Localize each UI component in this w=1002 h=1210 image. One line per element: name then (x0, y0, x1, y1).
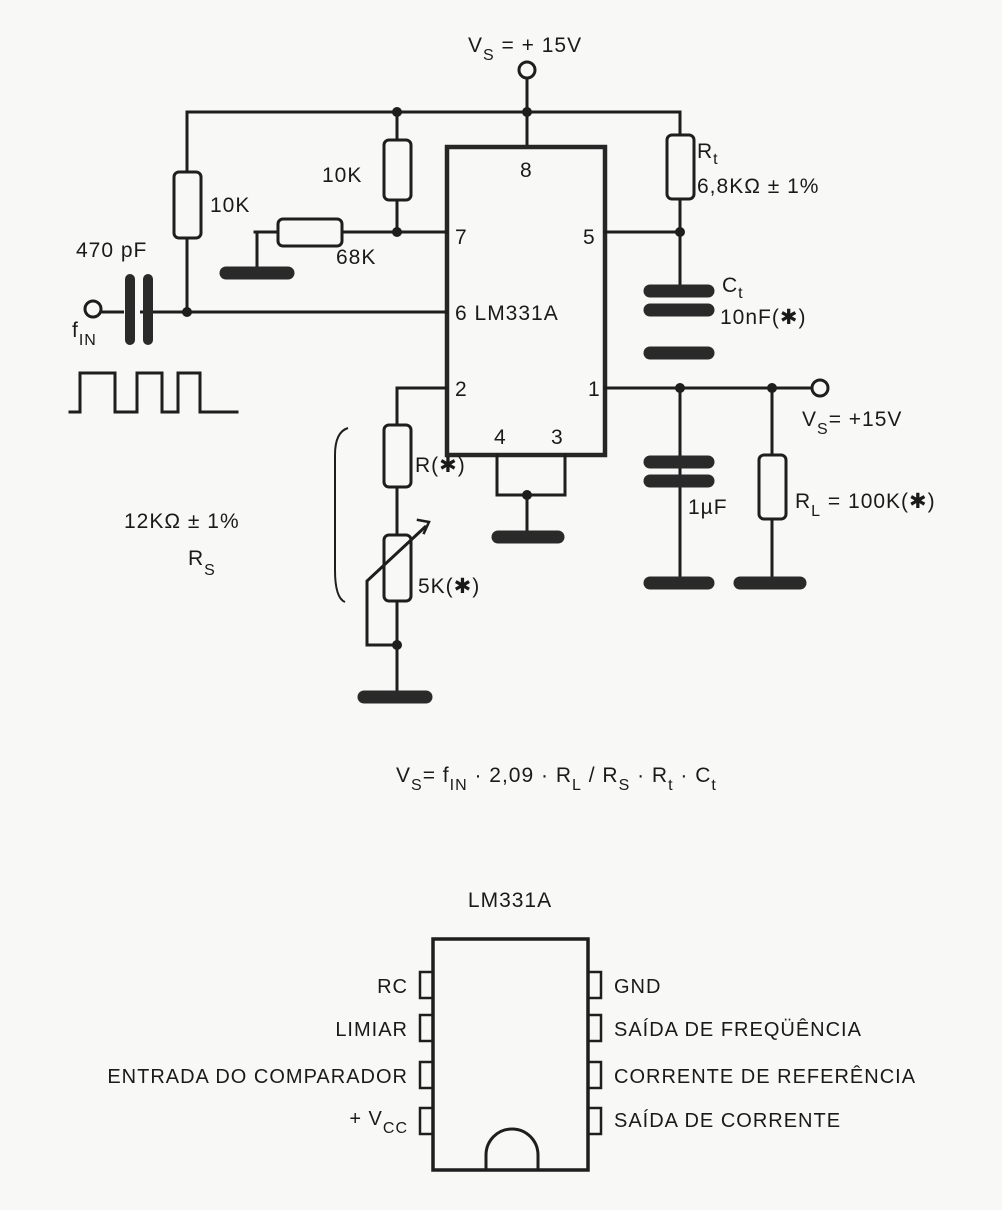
resistor-10k-left-label: 10K (210, 194, 250, 217)
potentiometer-5k (382, 533, 413, 603)
input-terminal (83, 299, 103, 319)
ic-name-pin-6-label: 6 LM331A (455, 302, 559, 325)
rs-value-label: 12KΩ ± 1% (124, 510, 240, 533)
rt-value-label: 6,8KΩ ± 1% (697, 175, 819, 198)
supply-terminal (517, 60, 537, 149)
rt-label: Rt (697, 140, 719, 168)
resistor-10k-middle (382, 110, 413, 234)
pin-7-label: 7 (455, 226, 468, 249)
rs-network (357, 386, 449, 704)
pin-2-label: 2 (455, 378, 468, 401)
pinout-package (418, 937, 603, 1172)
f-in-label: fIN (72, 319, 97, 349)
resistor-r-star (382, 423, 413, 489)
ct-label: Ct (722, 274, 744, 302)
pinout-title: LM331A (468, 889, 552, 912)
capacitor-1uf (643, 386, 715, 590)
rs-label: RS (188, 547, 216, 579)
rs-brace (334, 427, 349, 603)
pin-label-vcc: + VCC (349, 1108, 408, 1137)
potentiometer-5k-label: 5K(✱) (418, 575, 480, 598)
resistor-68k-label: 68K (336, 246, 376, 269)
resistor-10k-middle-label: 10K (322, 164, 362, 187)
capacitor-ct (643, 284, 715, 360)
capacitor-470pf-label: 470 pF (76, 239, 147, 262)
pin-5-pad (586, 1106, 603, 1136)
pins-4-3-ground (491, 453, 567, 544)
supply-label: VS = + 15V (468, 34, 582, 64)
ct-value-label: 10nF(✱) (720, 306, 806, 329)
r-star-label: R(✱) (415, 454, 466, 477)
input-coupling (83, 274, 449, 345)
pin-4-label: 4 (494, 426, 507, 449)
pin-8-pad (586, 970, 603, 1000)
lm331-ic-body (444, 144, 608, 458)
pin-4-pad (418, 1106, 435, 1136)
pin-label-limiar: LIMIAR (335, 1019, 408, 1041)
pin-label-entrada-comparador: ENTRADA DO COMPARADOR (107, 1066, 408, 1088)
resistor-rt (665, 133, 696, 292)
pin-2-pad (418, 1013, 435, 1043)
junction-dot (522, 107, 532, 117)
pin-7-pad (586, 1013, 603, 1043)
pin-label-gnd: GND (614, 976, 661, 998)
pin-label-saida-corrente: SAÍDA DE CORRENTE (614, 1109, 841, 1132)
pin-label-corrente-referencia: CORRENTE DE REFERÊNCIA (614, 1065, 916, 1088)
pin-8-label: 8 (520, 159, 533, 182)
resistor-rl (733, 386, 807, 590)
rl-label: RL = 100K(✱) (795, 490, 936, 520)
top-rail-wire (185, 110, 682, 137)
resistor-10k-left (172, 110, 203, 314)
pin-1-label: 1 (588, 378, 601, 401)
resistor-68k (219, 217, 344, 280)
output-terminal (810, 378, 830, 398)
pin-1-pad (418, 970, 435, 1000)
pin-label-rc: RC (377, 976, 408, 998)
junction-dot (675, 227, 685, 237)
pin-6-pad (586, 1060, 603, 1090)
capacitor-1uf-label: 1µF (688, 496, 728, 519)
transfer-formula: VS= fIN · 2,09 · RL / RS · Rt · Ct (396, 764, 717, 794)
pin-3-label: 3 (551, 426, 564, 449)
potentiometer-wiper-arrow-icon (365, 524, 428, 647)
pin-label-saida-frequencia: SAÍDA DE FREQÜÊNCIA (614, 1018, 862, 1041)
pin-5-label: 5 (583, 226, 596, 249)
square-wave-icon (68, 371, 239, 414)
junction-dot (392, 227, 402, 237)
output-voltage-label: VS= +15V (802, 408, 902, 438)
pin-3-pad (418, 1060, 435, 1090)
